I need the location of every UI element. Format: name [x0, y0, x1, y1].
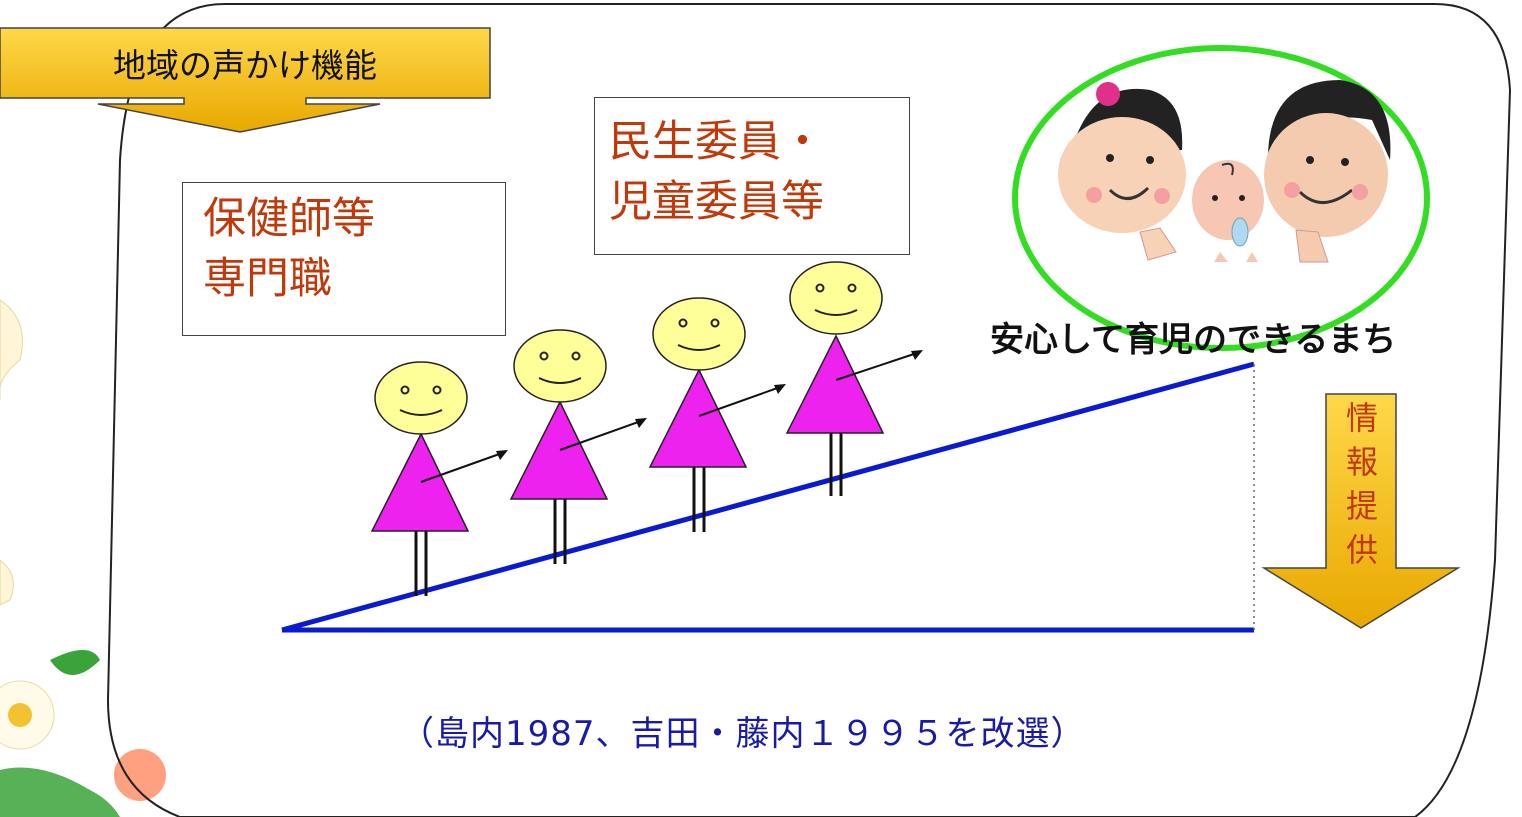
volunteers-line2: 児童委員等	[609, 177, 824, 227]
info-provision-label: 情報提供	[1345, 399, 1378, 569]
figure-2	[509, 329, 647, 564]
flower-icon	[0, 299, 166, 817]
professionals-line1: 保健師等	[203, 194, 375, 244]
citation: （島内1987、吉田・藤内１９９５を改選）	[400, 714, 1086, 754]
professionals-line2: 専門職	[203, 254, 332, 304]
goal-label: 安心して育児のできるまち	[990, 320, 1397, 360]
community-outreach-label: 地域の声かけ機能	[113, 46, 377, 85]
slope-triangle	[281, 361, 1255, 633]
figure-3	[648, 297, 786, 532]
volunteers-line1: 民生委員・	[609, 117, 824, 167]
figure-4	[785, 261, 923, 496]
volunteers-box: 民生委員・ 児童委員等	[594, 97, 910, 255]
goal-circle	[1012, 45, 1430, 351]
info-provision-arrow	[1261, 393, 1461, 629]
professionals-box: 保健師等 専門職	[182, 182, 506, 336]
community-outreach-arrow	[0, 27, 491, 133]
figure-1	[370, 361, 508, 596]
family-icon	[1058, 80, 1391, 263]
